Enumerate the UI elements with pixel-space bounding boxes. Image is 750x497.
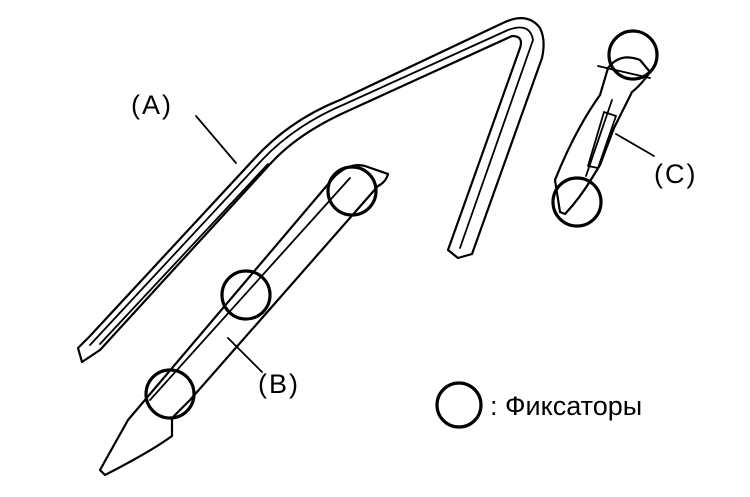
leader-b xyxy=(227,337,263,373)
molding-a xyxy=(76,17,545,364)
legend-clip-symbol xyxy=(435,381,483,429)
label-a: (A) xyxy=(131,90,173,120)
leader-c xyxy=(615,133,655,157)
legend: : Фиксаторы xyxy=(435,381,642,429)
clip-b-bottom xyxy=(144,368,196,420)
molding-c xyxy=(553,56,652,216)
clip-b-top xyxy=(326,165,378,217)
clip-c-bottom xyxy=(551,176,603,228)
clip-c-top xyxy=(607,29,659,81)
label-b: (B) xyxy=(258,369,300,399)
clip-b-middle xyxy=(220,269,272,321)
legend-text: : Фиксаторы xyxy=(490,391,642,421)
label-c: (C) xyxy=(654,159,697,189)
leader-a xyxy=(195,115,237,164)
